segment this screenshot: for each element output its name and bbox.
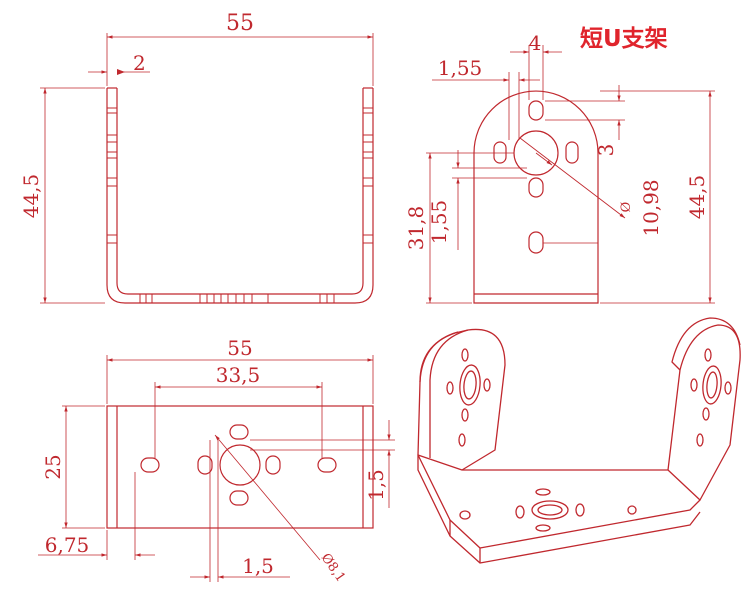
side-dim-diameter-symbol: Ø (619, 202, 634, 213)
iso-left-wall (429, 328, 506, 471)
side-dim-center-height: 31,8 (404, 206, 428, 251)
top-outline (106, 405, 374, 529)
side-slot-top (528, 100, 544, 121)
side-dim-offset: 1,55 (438, 56, 483, 80)
top-hole-right (265, 455, 281, 475)
side-slot-bottom (528, 231, 544, 254)
front-hidden-holes (107, 107, 373, 303)
top-dim-width: 55 (227, 336, 252, 360)
top-view (38, 355, 395, 582)
front-view (40, 33, 374, 304)
top-dim-depth: 25 (41, 454, 65, 479)
front-dim-height: 44,5 (19, 174, 43, 219)
side-dim-hole-height: 3 (594, 144, 618, 157)
front-u-outer (106, 88, 374, 304)
side-slot-left (493, 141, 507, 164)
front-u-inner (116, 88, 364, 295)
drawing-title: 短U支架 (580, 25, 668, 52)
side-dim-hole-diameter: 10,98 (639, 179, 663, 236)
top-hole-top (229, 424, 249, 440)
iso-right-wall (667, 324, 741, 501)
side-slot-mid (528, 177, 544, 198)
top-center-hole (219, 444, 261, 486)
side-dim-hole-width: 4 (529, 31, 542, 55)
side-dim-height: 44,5 (685, 175, 709, 220)
top-slot-right (317, 457, 337, 473)
side-slot-right (565, 141, 579, 164)
iso-view (417, 317, 741, 564)
top-dim-edge: 6,75 (45, 533, 90, 557)
top-dim-slot-spacing: 33,5 (216, 363, 261, 387)
top-hole-left (197, 455, 213, 475)
front-dim-width: 55 (226, 11, 254, 36)
top-dim-hole-diameter: Ø8,1 (318, 551, 348, 585)
side-dim-offset-vertical: 1,55 (427, 200, 451, 245)
side-outline (473, 90, 599, 304)
front-dim-thickness: 2 (133, 51, 146, 75)
top-dim-offset-h: 1,5 (242, 554, 274, 578)
top-slot-left (140, 457, 160, 473)
top-hole-bottom (229, 490, 249, 506)
top-dim-offset-v: 1,5 (364, 469, 388, 501)
iso-base-top (417, 454, 701, 549)
side-view (426, 45, 715, 304)
